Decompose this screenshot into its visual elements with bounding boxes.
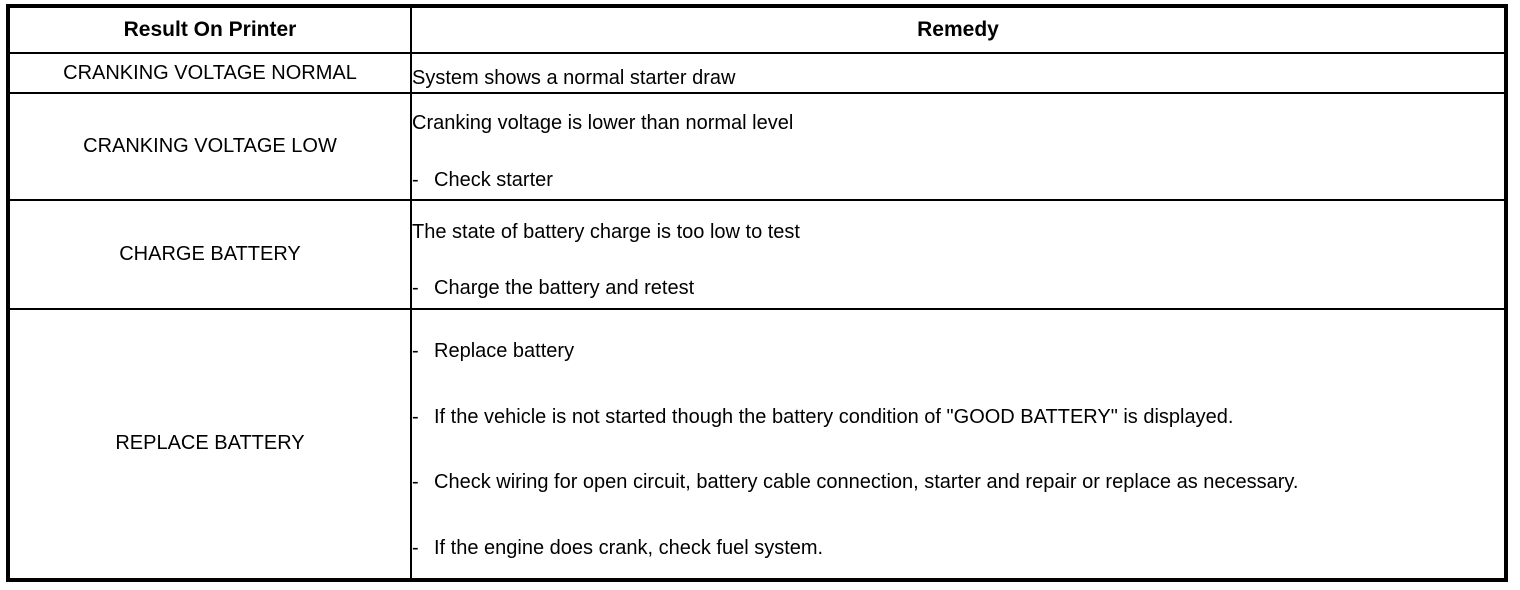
result-label-replace-battery: REPLACE BATTERY [10, 307, 412, 578]
remedy-bullet-line: -Check wiring for open circuit, battery … [412, 470, 1504, 494]
bullet-dash-icon: - [412, 405, 419, 428]
remedy-cell-cranking-voltage-low: Cranking voltage is lower than normal le… [410, 92, 1504, 202]
remedy-bullet-text: Check starter [434, 168, 553, 191]
remedy-bullet-text: If the engine does crank, check fuel sys… [434, 536, 824, 559]
result-label-cranking-voltage-normal: CRANKING VOLTAGE NORMAL [10, 51, 412, 95]
table-row: CRANKING VOLTAGE NORMAL System shows a n… [10, 51, 1504, 95]
remedy-bullet-text: Replace battery [434, 340, 575, 363]
remedy-bullet-text: If the vehicle is not started though the… [434, 405, 1234, 428]
result-label-charge-battery: CHARGE BATTERY [10, 199, 412, 310]
column-header-result-on-printer: Result On Printer [10, 8, 412, 54]
diagnostic-result-table-container: Result On Printer Remedy CRANKING VOLTAG… [6, 4, 1508, 582]
table-row: REPLACE BATTERY -Replace battery -If the… [10, 307, 1504, 578]
remedy-cell-cranking-voltage-normal: System shows a normal starter draw [410, 51, 1504, 95]
remedy-cell-replace-battery: -Replace battery -If the vehicle is not … [410, 307, 1504, 578]
table-header-row: Result On Printer Remedy [10, 8, 1504, 54]
remedy-bullet-line: -Charge the battery and retest [412, 276, 1504, 300]
column-header-remedy: Remedy [410, 8, 1504, 54]
bullet-dash-icon: - [412, 340, 419, 363]
bullet-dash-icon: - [412, 471, 419, 494]
remedy-bullet-text: Check wiring for open circuit, battery c… [434, 471, 1299, 494]
remedy-bullet-line: -If the vehicle is not started though th… [412, 405, 1504, 429]
bullet-dash-icon: - [412, 536, 419, 559]
remedy-bullet-text: Charge the battery and retest [434, 276, 695, 299]
remedy-line: Cranking voltage is lower than normal le… [412, 112, 794, 135]
remedy-bullet-line: -If the engine does crank, check fuel sy… [412, 536, 1504, 560]
table-row: CHARGE BATTERY The state of battery char… [10, 199, 1504, 310]
bullet-dash-icon: - [412, 168, 419, 191]
bullet-dash-icon: - [412, 276, 419, 299]
result-label-cranking-voltage-low: CRANKING VOLTAGE LOW [10, 92, 412, 202]
remedy-cell-charge-battery: The state of battery charge is too low t… [410, 199, 1504, 310]
table-row: CRANKING VOLTAGE LOW Cranking voltage is… [10, 92, 1504, 202]
remedy-line: System shows a normal starter draw [412, 66, 736, 89]
diagnostic-result-table: Result On Printer Remedy CRANKING VOLTAG… [10, 8, 1504, 578]
remedy-bullet-line: -Replace battery [412, 339, 1504, 363]
remedy-bullet-line: -Check starter [412, 168, 1504, 192]
remedy-line: The state of battery charge is too low t… [412, 220, 800, 243]
